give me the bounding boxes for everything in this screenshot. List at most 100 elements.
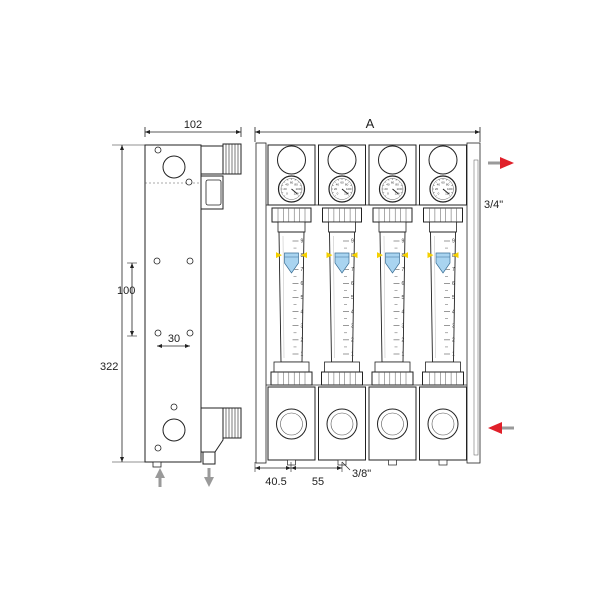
return-port — [427, 408, 459, 440]
dial-label: 60 — [290, 181, 294, 185]
marker-left — [276, 252, 282, 259]
side-arrow-down — [204, 468, 214, 487]
side-port-bottom — [162, 418, 186, 442]
scale-label: 1 — [402, 352, 405, 358]
scale-label: 1 — [351, 352, 354, 358]
marker-left — [377, 252, 383, 259]
scale-label: 4 — [402, 309, 405, 315]
dial-label: 120 — [344, 192, 349, 196]
scale-label: 5 — [301, 295, 304, 301]
marker-right — [351, 252, 358, 259]
dim-side-height-label: 322 — [100, 361, 118, 373]
dial-label: 80 — [345, 182, 349, 186]
side-port-top — [162, 155, 186, 179]
scale-label: 6 — [452, 281, 455, 287]
dial-label: 0 — [286, 192, 288, 196]
marker-right — [301, 252, 307, 259]
scale-label: 2 — [402, 338, 405, 344]
dial-needle — [341, 188, 349, 195]
dial-label: 40 — [336, 182, 340, 186]
scale-label: 4 — [452, 309, 455, 315]
scale-label: 3 — [301, 323, 304, 329]
bottom-stub — [438, 459, 448, 466]
dial-label: 100 — [346, 187, 351, 191]
float — [284, 252, 299, 274]
marker-right — [452, 252, 459, 259]
scale-label: 2 — [351, 338, 354, 344]
dim-total-width-label: A — [366, 116, 375, 131]
dim-side-width-label: 102 — [184, 119, 202, 131]
dim-offset-label: 40.5 — [265, 476, 286, 488]
dim-hole-spacing-label: 30 — [168, 333, 180, 345]
dial-label: 80 — [294, 182, 298, 186]
dial-label: 120 — [445, 192, 450, 196]
scale-label: 3 — [402, 323, 405, 329]
frame-right — [466, 142, 481, 464]
return-port — [377, 408, 408, 440]
scale-label: 7 — [351, 267, 354, 273]
marker-left — [326, 252, 333, 259]
return-port — [326, 408, 358, 440]
scale-label: 6 — [402, 281, 405, 287]
scale-label: 5 — [351, 295, 354, 301]
side-view: 102 322 100 — [100, 119, 242, 487]
dial-label: 40 — [437, 182, 441, 186]
dial-label: 60 — [391, 181, 395, 185]
dial-needle — [392, 188, 399, 195]
float — [435, 252, 451, 274]
scale-label: 9 — [452, 239, 455, 245]
dim-side-height: 322 — [100, 144, 145, 463]
dial-label: 20 — [384, 187, 388, 191]
scale-label: 6 — [301, 281, 304, 287]
scale-label: 5 — [402, 295, 405, 301]
dial-label: 0 — [387, 192, 389, 196]
dial-label: 80 — [446, 182, 450, 186]
dim-side-width: 102 — [144, 119, 242, 137]
dial-needle — [291, 188, 298, 195]
scale-label: 5 — [452, 295, 455, 301]
dial-label: 60 — [340, 181, 344, 185]
side-connector-top — [200, 143, 242, 210]
dial-label: 0 — [438, 192, 440, 196]
scale-label: 1 — [452, 352, 455, 358]
dim-hole-spacing: 30 — [157, 333, 190, 348]
dial-label: 40 — [285, 182, 289, 186]
scale-label: 8 — [301, 253, 304, 259]
return-port — [276, 408, 307, 440]
dial-label: 100 — [396, 187, 401, 191]
bottom-nut — [270, 371, 313, 386]
scale-label: 4 — [351, 309, 354, 315]
scale-label: 3 — [452, 323, 455, 329]
dim-inner-height: 100 — [117, 262, 137, 337]
side-connector-bottom — [152, 407, 242, 468]
dim-pitch-label: 55 — [312, 476, 324, 488]
outlet-port — [277, 145, 306, 175]
scale-label: 8 — [351, 253, 354, 259]
outlet-arrow — [488, 157, 514, 169]
outlet-port — [327, 145, 357, 175]
scale-label: 1 — [301, 352, 304, 358]
frame-left — [255, 142, 267, 464]
dial-label: 0 — [337, 192, 339, 196]
dial-needle — [442, 188, 450, 195]
scale-label: 2 — [452, 338, 455, 344]
float — [334, 252, 350, 274]
marker-right — [402, 252, 408, 259]
dim-inner-height-label: 100 — [117, 285, 135, 297]
scale-label: 7 — [452, 267, 455, 273]
scale-label: 9 — [351, 239, 354, 245]
float — [385, 252, 400, 274]
outlet-port — [378, 145, 407, 175]
bottom-stub — [388, 459, 397, 466]
thread-top-label: 3/4" — [484, 199, 503, 211]
bottom-nut — [422, 371, 464, 386]
scale-label: 6 — [351, 281, 354, 287]
dial-label: 120 — [395, 192, 400, 196]
dial-label: 20 — [283, 187, 287, 191]
